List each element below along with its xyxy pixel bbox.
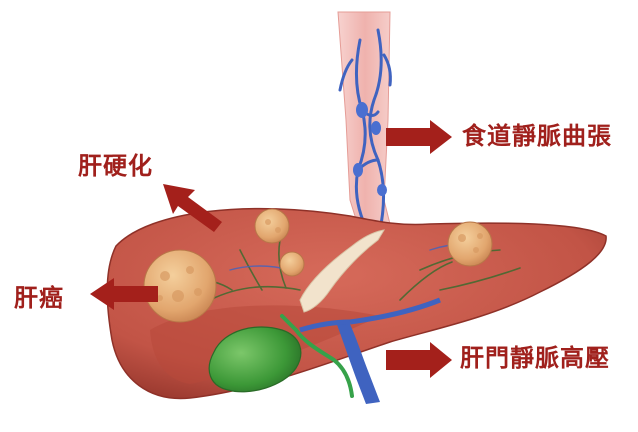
esophagus [338, 12, 392, 232]
thick-arrow-icon [386, 120, 452, 154]
tumor-nodule [448, 222, 492, 266]
label-esophageal-varices: 食道靜脈曲張 [462, 124, 612, 148]
label-liver-cancer: 肝癌 [14, 286, 64, 310]
label-portal-hypertension: 肝門靜脈高壓 [460, 346, 610, 370]
label-cirrhosis: 肝硬化 [78, 154, 153, 178]
tumor-nodule [280, 252, 304, 276]
thick-arrow-icon [386, 342, 452, 378]
tumor-nodule [255, 209, 289, 243]
